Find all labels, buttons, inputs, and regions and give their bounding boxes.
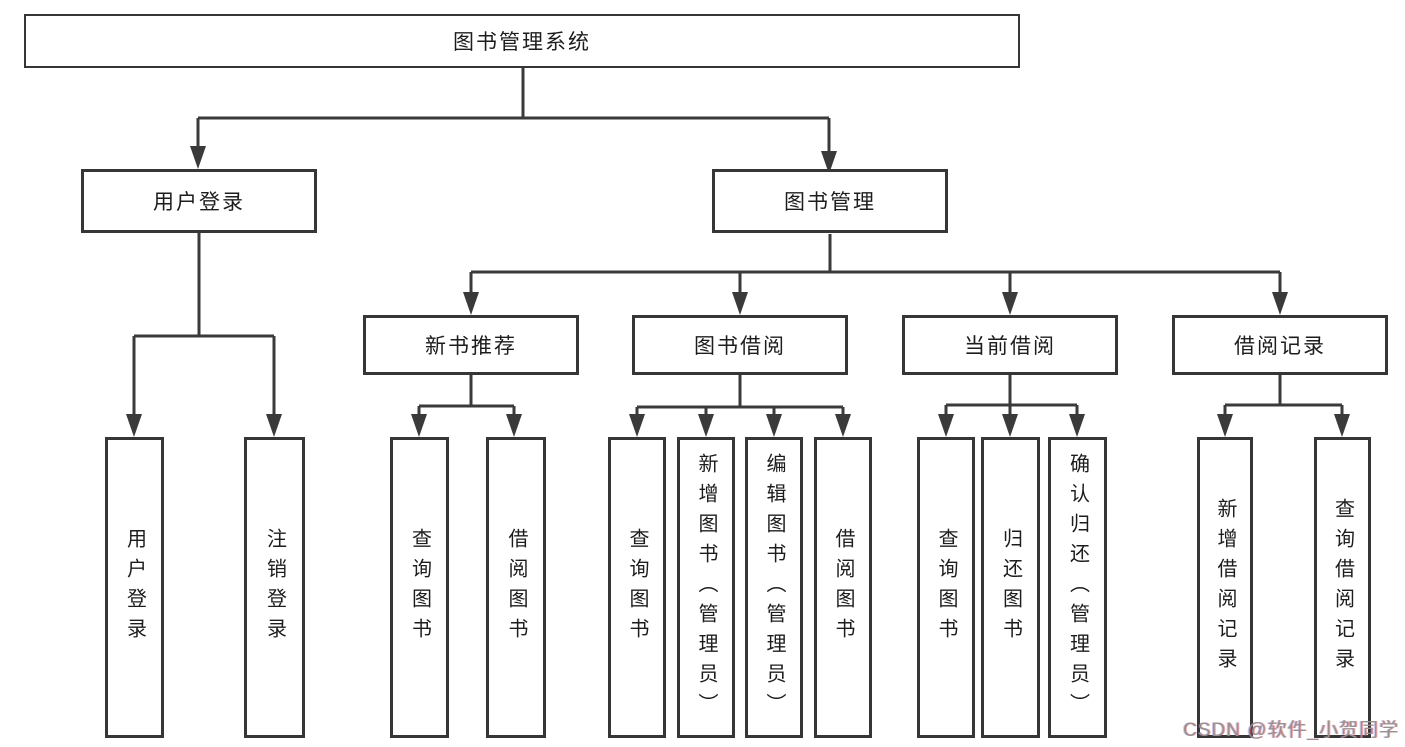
leaf-bb-add-books: 新增图书（管理员） (677, 437, 735, 738)
arrow-down-icon (1002, 292, 1018, 315)
node-book-borrowing-label: 图书借阅 (694, 335, 786, 358)
node-current-borrowing: 当前借阅 (902, 315, 1118, 375)
arrow-down-icon (698, 414, 714, 437)
leaf-query-borrow-record-label: 查询借阅记录 (1331, 497, 1354, 678)
arrow-down-icon (1217, 414, 1233, 437)
connector-paths (132, 68, 1344, 417)
arrow-down-icon (190, 146, 206, 169)
arrow-down-icon (821, 151, 837, 174)
leaf-add-borrow-record: 新增借阅记录 (1197, 437, 1253, 738)
node-user-login: 用户登录 (81, 169, 317, 233)
leaf-rec-query-books: 查询图书 (390, 437, 449, 738)
leaf-cb-confirm-return: 确认归还（管理员） (1048, 437, 1107, 738)
arrowheads (126, 146, 1350, 437)
leaf-query-borrow-record: 查询借阅记录 (1314, 437, 1371, 738)
arrow-down-icon (126, 414, 142, 437)
edge-root-children (196, 68, 831, 154)
edge-userlogin-children (132, 233, 276, 417)
edge-bookborrow-children (635, 375, 845, 417)
arrow-down-icon (1334, 414, 1350, 437)
leaf-logout: 注销登录 (244, 437, 305, 738)
leaf-cb-query-books: 查询图书 (917, 437, 975, 738)
leaf-cb-confirm-return-label: 确认归还（管理员） (1066, 452, 1089, 723)
node-user-login-label: 用户登录 (153, 191, 245, 214)
leaf-bb-query-books-label: 查询图书 (626, 527, 648, 648)
arrow-down-icon (411, 414, 427, 437)
node-borrow-records: 借阅记录 (1172, 315, 1388, 375)
arrow-down-icon (506, 414, 522, 437)
leaf-bb-borrow-books-label: 借阅图书 (832, 527, 854, 648)
arrow-down-icon (1272, 292, 1288, 315)
leaf-bb-query-books: 查询图书 (608, 437, 666, 738)
arrow-down-icon (1069, 414, 1085, 437)
arrow-down-icon (835, 414, 851, 437)
node-book-management: 图书管理 (712, 169, 948, 233)
node-new-book-recommend-label: 新书推荐 (425, 335, 517, 358)
leaf-cb-query-books-label: 查询图书 (935, 527, 957, 648)
arrow-down-icon (629, 414, 645, 437)
leaf-rec-borrow-books-label: 借阅图书 (505, 527, 527, 648)
leaf-bb-borrow-books: 借阅图书 (814, 437, 872, 738)
node-root: 图书管理系统 (24, 14, 1020, 68)
edge-borrowrecords-children (1223, 375, 1344, 417)
leaf-user-login-label: 用户登录 (123, 527, 146, 648)
node-new-book-recommend: 新书推荐 (363, 315, 579, 375)
arrow-down-icon (266, 414, 282, 437)
leaf-bb-edit-books: 编辑图书（管理员） (745, 437, 803, 738)
node-current-borrowing-label: 当前借阅 (964, 335, 1056, 358)
arrow-down-icon (732, 292, 748, 315)
leaf-user-login: 用户登录 (105, 437, 164, 738)
edge-newbookrec-children (417, 375, 516, 417)
node-borrow-records-label: 借阅记录 (1234, 335, 1326, 358)
leaf-cb-return-books-label: 归还图书 (999, 527, 1022, 648)
leaf-cb-return-books: 归还图书 (981, 437, 1040, 738)
node-book-borrowing: 图书借阅 (632, 315, 848, 375)
node-root-label: 图书管理系统 (453, 31, 591, 54)
arrow-down-icon (938, 414, 954, 437)
leaf-rec-query-books-label: 查询图书 (408, 527, 431, 648)
leaf-bb-add-books-label: 新增图书（管理员） (695, 452, 717, 723)
arrow-down-icon (1002, 414, 1018, 437)
arrow-down-icon (766, 414, 782, 437)
edge-currentborrow-children (944, 375, 1079, 417)
leaf-rec-borrow-books: 借阅图书 (486, 437, 546, 738)
leaf-logout-label: 注销登录 (263, 527, 286, 648)
node-book-management-label: 图书管理 (784, 191, 876, 214)
edge-bookmgmt-children (469, 234, 1282, 295)
leaf-add-borrow-record-label: 新增借阅记录 (1214, 497, 1236, 678)
watermark-csdn: CSDN @软件_小贺同学 (1183, 720, 1399, 741)
leaf-bb-edit-books-label: 编辑图书（管理员） (763, 452, 785, 723)
arrow-down-icon (463, 292, 479, 315)
